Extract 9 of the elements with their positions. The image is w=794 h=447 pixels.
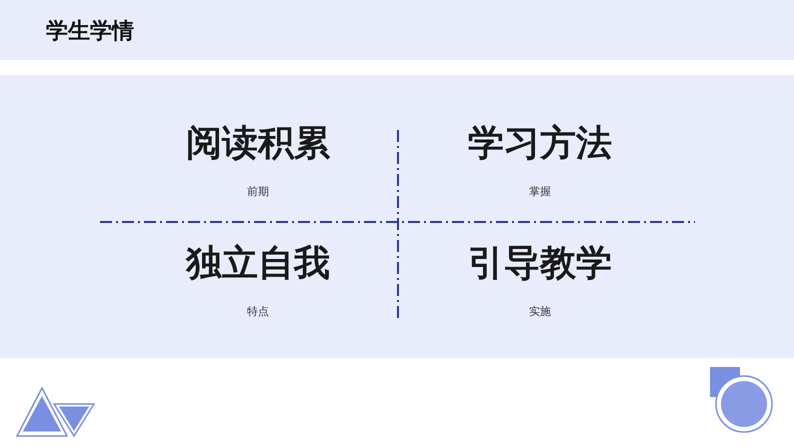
topic-subtext: 掌握	[529, 184, 551, 199]
topic-heading: 引导教学	[468, 242, 612, 286]
topic-subtext: 实施	[529, 304, 551, 319]
topic-heading: 独立自我	[186, 242, 330, 286]
slide-title: 学生学情	[46, 18, 134, 46]
topic-subtext: 特点	[247, 304, 269, 319]
topic-heading: 学习方法	[468, 122, 612, 166]
topic-heading: 阅读积累	[186, 122, 330, 166]
topic-subtext: 前期	[247, 184, 269, 199]
